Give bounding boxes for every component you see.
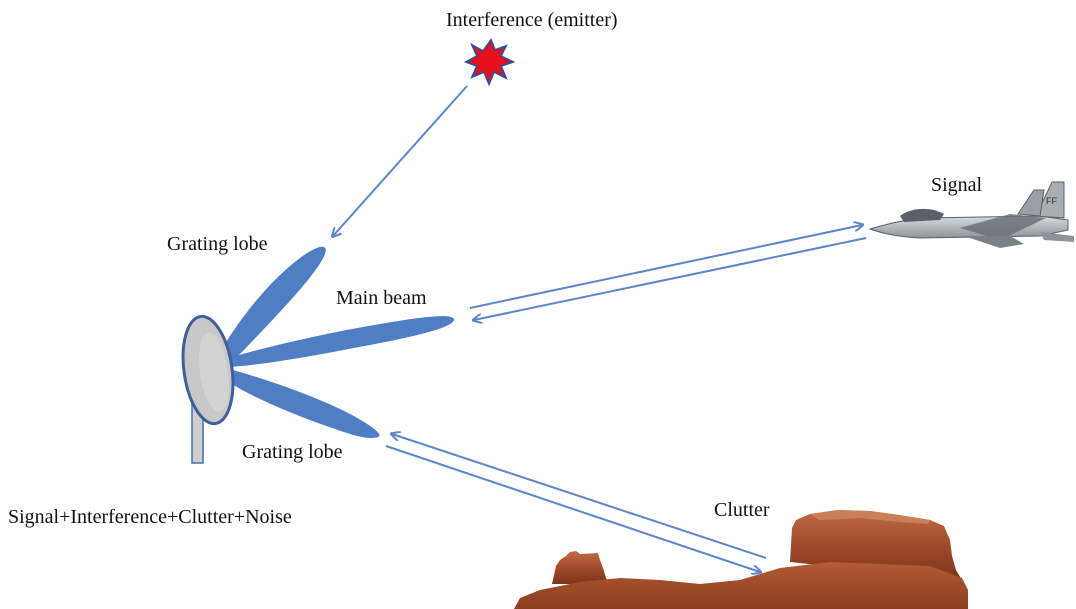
clutter-label: Clutter	[714, 499, 770, 521]
grating-lobe-top	[214, 246, 326, 365]
antenna-dish-inner	[199, 332, 229, 412]
main-beam-label: Main beam	[336, 287, 427, 309]
interference-label: Interference (emitter)	[446, 9, 618, 31]
main-beam-lobe	[214, 316, 455, 368]
aircraft-tail-code: FF	[1046, 196, 1057, 206]
signal-arrow-return	[474, 237, 867, 320]
grating-lobe-top-label: Grating lobe	[167, 233, 268, 255]
signal-arrow-out	[469, 225, 862, 309]
grating-lobe-bottom-label: Grating lobe	[242, 441, 343, 463]
signal-label: Signal	[931, 174, 983, 196]
emitter-burst-icon	[463, 38, 516, 87]
mesa-clutter-terrain	[514, 510, 968, 609]
aircraft-signal: FF	[868, 181, 1074, 248]
received-sum-label: Signal+Interference+Clutter+Noise	[8, 506, 292, 528]
clutter-arrow-out	[385, 445, 760, 572]
grating-lobe-bottom	[214, 365, 380, 439]
clutter-arrow-return	[392, 434, 767, 559]
interference-arrow	[333, 85, 468, 236]
